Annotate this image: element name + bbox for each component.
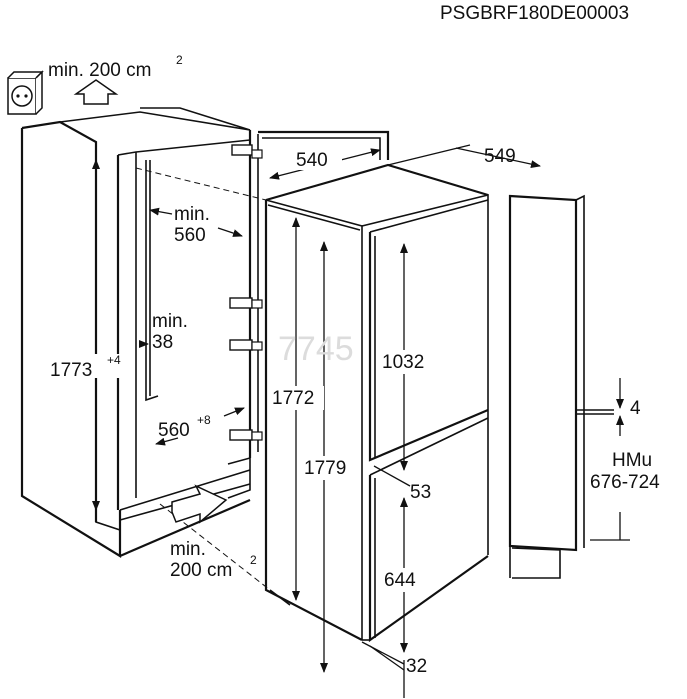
side-profile	[508, 194, 614, 579]
side-4-label: 4	[630, 398, 641, 419]
height-1779-label: 1779	[304, 458, 346, 479]
vent-top-label: min. 200 cm	[48, 60, 151, 81]
vent-bottom-label-2: 200 cm	[170, 560, 232, 581]
hinge-frame	[229, 130, 390, 458]
right-arrow-icon	[171, 484, 228, 524]
niche-width-label: 560	[158, 420, 190, 441]
hmu-label-1: HMu	[612, 450, 652, 471]
niche-width-tolerance: +8	[197, 413, 211, 427]
niche-height-label: 1773	[50, 360, 92, 381]
vent-bottom-label-1: min.	[170, 539, 206, 560]
up-arrow-icon	[73, 79, 119, 105]
niche-cabinet	[20, 107, 251, 558]
niche-min-label-1: min.	[174, 204, 210, 225]
depth-540-label: 540	[296, 150, 328, 171]
bottom-32-label: 32	[406, 656, 427, 677]
upper-door-label: 1032	[382, 352, 424, 373]
projection-line	[135, 167, 267, 201]
door-gap-label: 53	[410, 482, 431, 503]
niche-min-label-2: 560	[174, 225, 206, 246]
niche-height-tolerance: +4	[107, 353, 121, 367]
depth-549-label: 549	[484, 146, 516, 167]
gap-min-label-1: min.	[152, 311, 188, 332]
document-code: PSGBRF180DE00003	[440, 3, 629, 24]
power-socket-icon	[7, 70, 44, 115]
watermark: 7745	[278, 330, 354, 368]
hmu-label-2: 676-724	[590, 472, 660, 493]
vent-bottom-superscript: 2	[250, 553, 257, 567]
vent-top-superscript: 2	[176, 53, 183, 67]
lower-door-label: 644	[384, 570, 416, 591]
gap-min-label-2: 38	[152, 332, 173, 353]
height-1772-label: 1772	[272, 388, 314, 409]
